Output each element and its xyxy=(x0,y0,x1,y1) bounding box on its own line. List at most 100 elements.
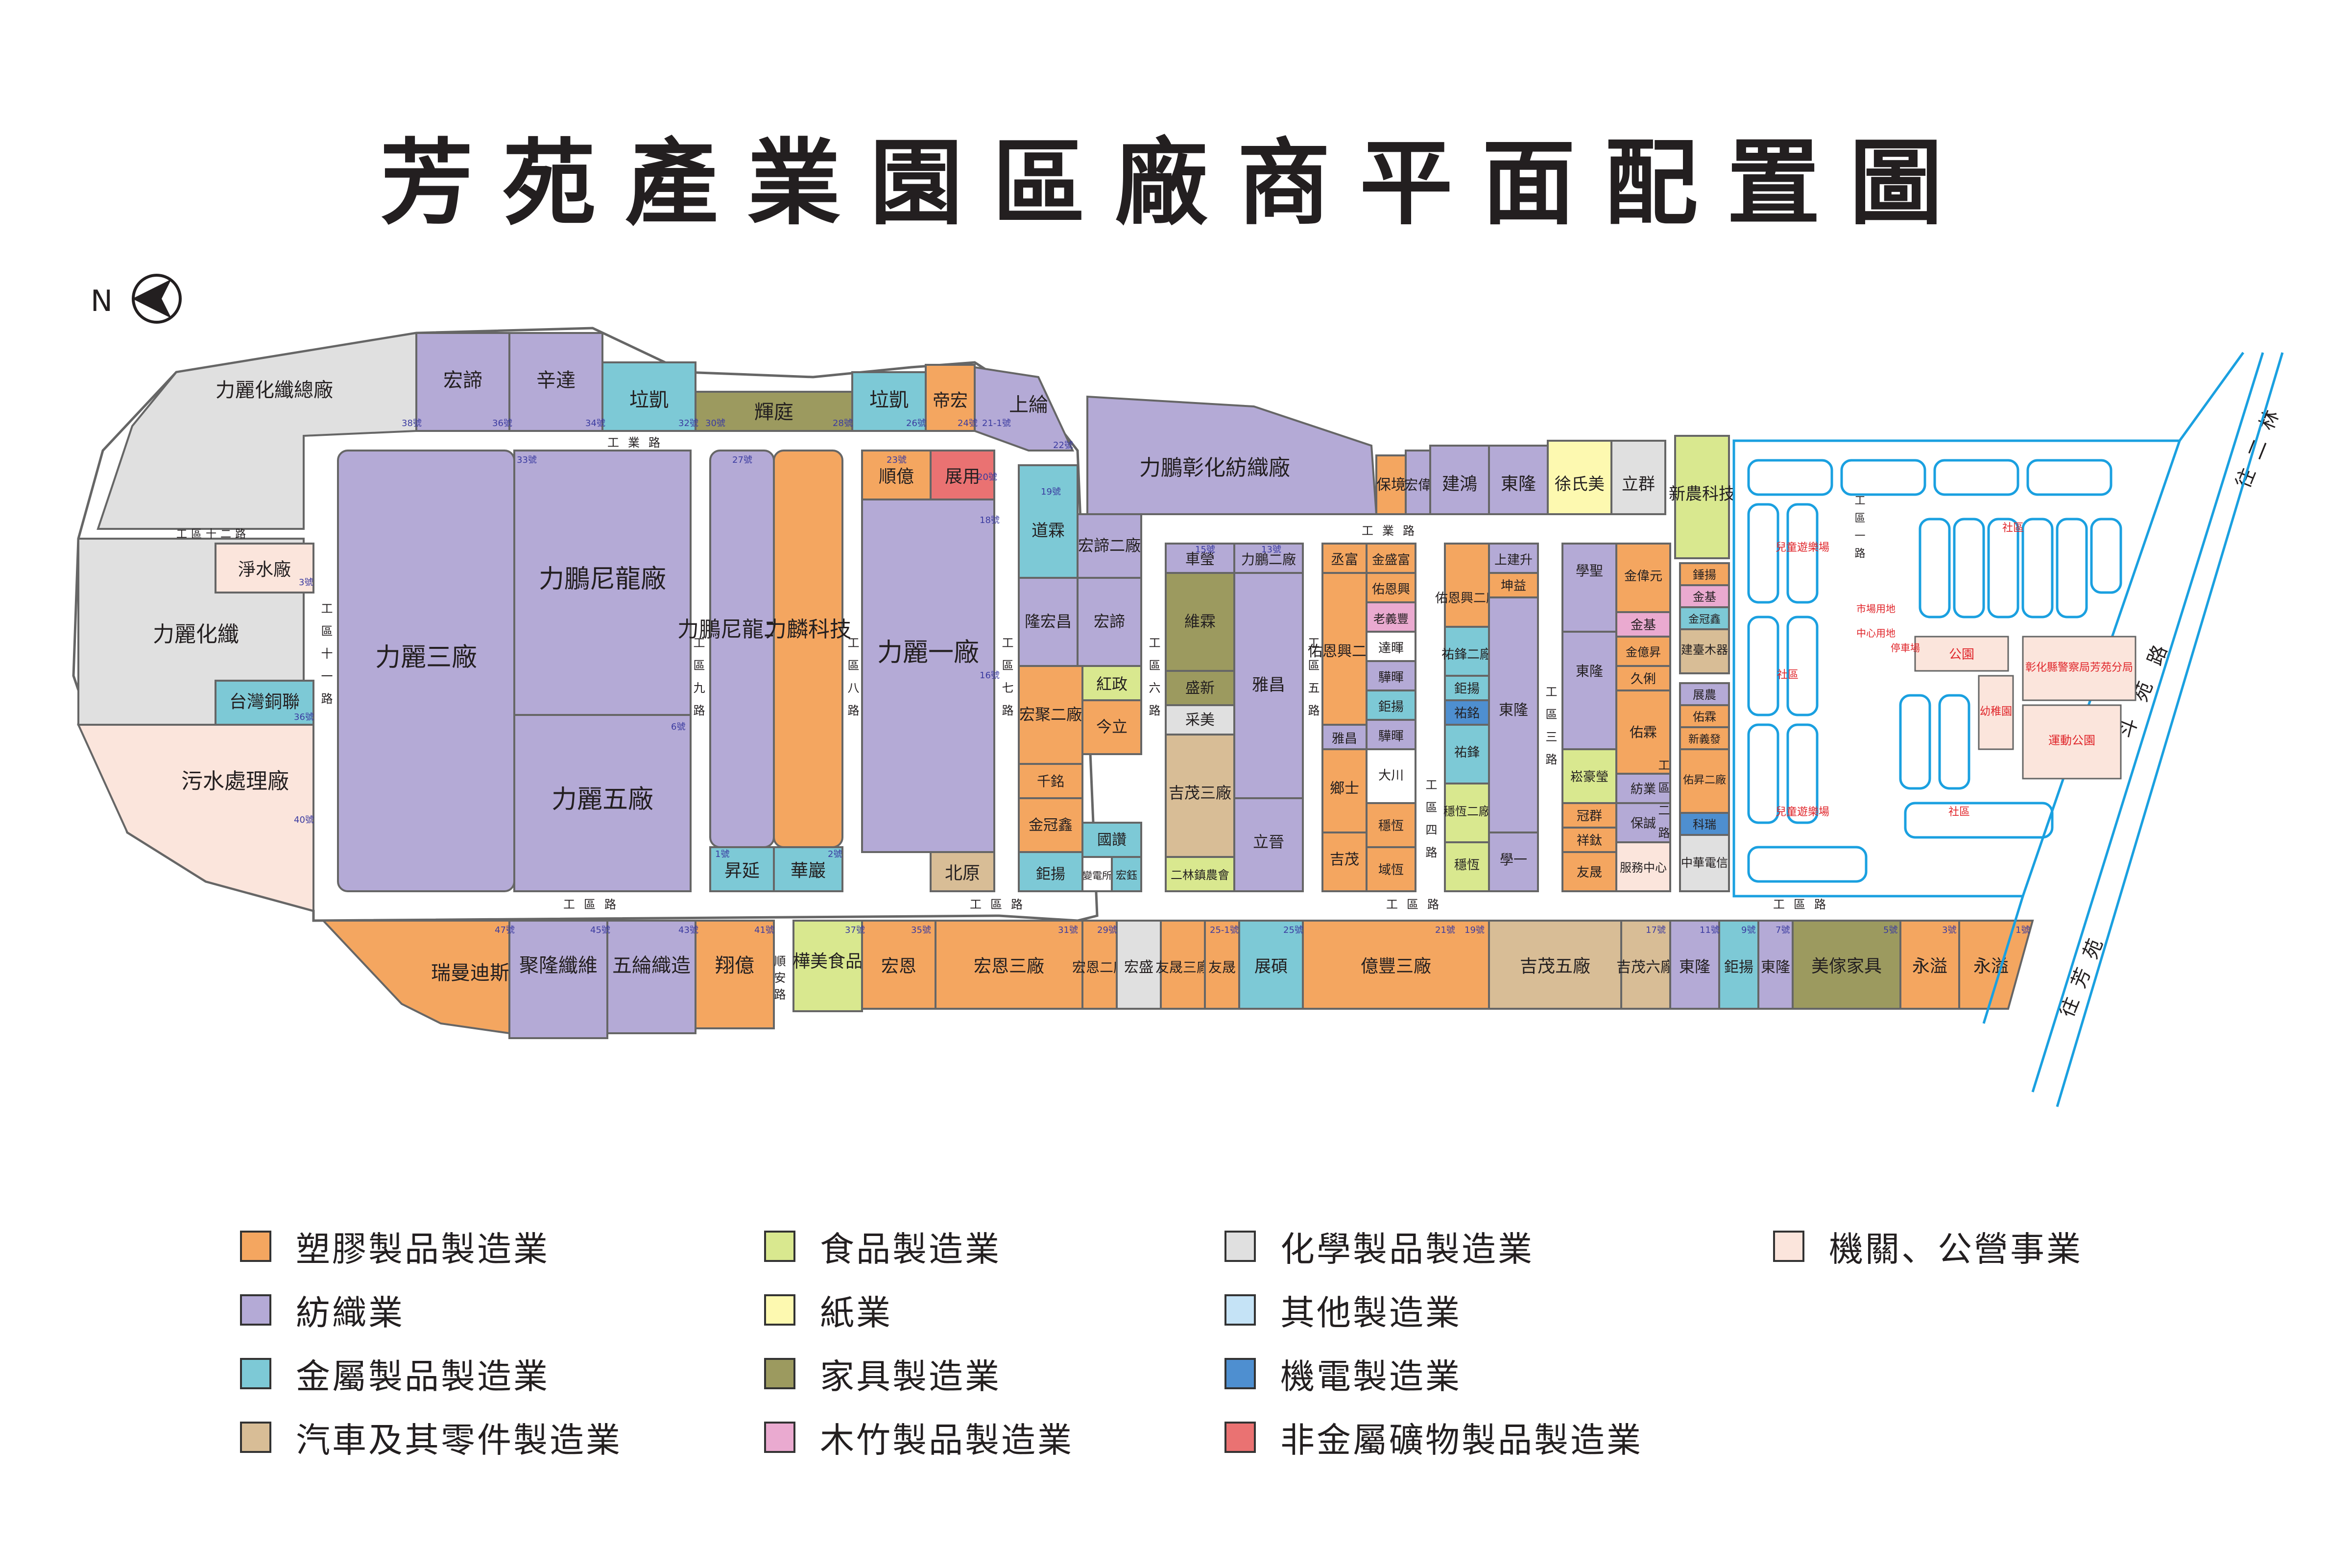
road-label-r3: 工區三路 xyxy=(1543,686,1557,776)
factory-block-lakai2[interactable] xyxy=(851,371,927,432)
factory-block-yousheng2c[interactable] xyxy=(1679,748,1730,814)
factory-block-hongyu[interactable] xyxy=(1111,856,1142,892)
factory-block-julong[interactable] xyxy=(508,920,608,1039)
factory-label: 冠群 xyxy=(1577,809,1602,824)
legend-swatch xyxy=(764,1231,795,1262)
factory-block-lili5[interactable] xyxy=(513,714,692,892)
factory-block-jiuli[interactable] xyxy=(1615,665,1671,691)
factory-block-liqun[interactable] xyxy=(1610,440,1666,515)
factory-block-lili1[interactable] xyxy=(861,499,995,853)
factory-block-meixiang[interactable] xyxy=(1792,920,1901,1010)
factory-block-huayan[interactable] xyxy=(773,846,843,892)
factory-block-donglong3[interactable] xyxy=(1561,631,1617,750)
factory-block-dachuan[interactable] xyxy=(1366,748,1416,804)
factory-block-hongzhi2[interactable] xyxy=(1018,665,1083,765)
factory-block-xushimei[interactable] xyxy=(1547,440,1612,515)
lot-number: 25-1號 xyxy=(1210,925,1239,935)
factory-block-yifeng3[interactable] xyxy=(1302,920,1490,1010)
factory-block-huamei[interactable] xyxy=(792,920,863,1012)
factory-block-jimao3[interactable] xyxy=(1165,734,1235,858)
factory-block-youlin2[interactable] xyxy=(1679,704,1730,728)
factory-block-hongen3[interactable] xyxy=(935,920,1083,1010)
factory-block-hongen[interactable] xyxy=(861,920,936,1010)
factory-block-yachang[interactable] xyxy=(1233,572,1304,799)
lot-number: 29號 xyxy=(1097,925,1117,935)
factory-block-youlin[interactable] xyxy=(1615,689,1671,775)
factory-block-jianhong[interactable] xyxy=(1429,445,1490,515)
factory-block-hongti-b[interactable] xyxy=(1077,577,1142,667)
factory-block-jinguanxin2[interactable] xyxy=(1679,606,1730,630)
factory-label: 久俐 xyxy=(1631,672,1656,687)
factory-block-yongyi2[interactable] xyxy=(1958,920,2034,1010)
factory-block-lipeng-nylon[interactable] xyxy=(513,450,692,716)
factory-block-hongwei[interactable] xyxy=(1405,450,1431,515)
factory-block-kanghui[interactable] xyxy=(1366,660,1416,691)
factory-block-jiantaimu[interactable] xyxy=(1679,628,1730,674)
facility-police[interactable] xyxy=(2022,636,2136,701)
factory-block-erlin-farm[interactable] xyxy=(1165,856,1235,892)
factory-block-ruiman[interactable] xyxy=(321,920,510,1035)
factory-block-jimao5[interactable] xyxy=(1488,920,1622,1010)
factory-block-yousheng-b[interactable] xyxy=(1561,851,1617,892)
lot-number: 26號 xyxy=(906,418,926,428)
factory-block-lipeng2[interactable] xyxy=(1233,543,1304,574)
factory-block-longhongchang[interactable] xyxy=(1018,577,1079,667)
factory-block-kanghui2[interactable] xyxy=(1366,719,1416,750)
factory-block-shengyan[interactable] xyxy=(709,846,775,892)
factory-block-xueyi[interactable] xyxy=(1488,832,1539,892)
factory-block-lipu[interactable] xyxy=(1233,797,1304,892)
factory-block-dihong[interactable] xyxy=(925,364,976,432)
lot-number: 9號 xyxy=(1741,925,1755,935)
facility-block-substation[interactable] xyxy=(1081,856,1113,892)
facility-label: 彰化縣警察局芳苑分局 xyxy=(2025,662,2133,674)
factory-block-cheying[interactable] xyxy=(1165,543,1235,574)
factory-block-zhannong[interactable] xyxy=(1679,682,1730,706)
factory-label: 建臺木器 xyxy=(1681,643,1728,657)
factory-block-hongzheng[interactable] xyxy=(1081,665,1142,701)
factory-block-lipeng-nylon2[interactable] xyxy=(709,450,775,848)
facility-block-jingshui[interactable] xyxy=(215,543,314,594)
factory-block-youenxing[interactable] xyxy=(1366,572,1416,603)
factory-label: 采美 xyxy=(1185,712,1215,729)
facility-park[interactable] xyxy=(1914,636,2009,672)
factory-block-donglong1[interactable] xyxy=(1488,445,1549,515)
factory-block-wenheng-b[interactable] xyxy=(1444,841,1490,892)
lot-number: 28號 xyxy=(833,418,853,428)
factory-block-yuheng[interactable] xyxy=(1366,846,1416,892)
factory-block-zhanshuo[interactable] xyxy=(1238,920,1304,1010)
factory-block-xuesheng[interactable] xyxy=(1561,543,1617,633)
factory-label: 雅昌 xyxy=(1252,675,1285,695)
factory-block-xiangyi[interactable] xyxy=(695,920,775,1029)
legend-label: 金屬製品製造業 xyxy=(296,1356,550,1397)
legend-label: 家具製造業 xyxy=(820,1356,1001,1397)
facility-block-sewage[interactable] xyxy=(76,724,314,912)
road-label-to-erlin: 往二林 xyxy=(2232,396,2288,491)
facility-kindergarten[interactable] xyxy=(1978,675,2014,750)
factory-block-shanglun[interactable] xyxy=(974,366,1075,451)
factory-block-zhanyong[interactable] xyxy=(930,450,995,500)
facility-block-service[interactable] xyxy=(1615,841,1671,892)
factory-block-juyang4[interactable] xyxy=(1718,920,1759,1010)
factory-label: 祐鋒 xyxy=(1454,745,1480,760)
factory-block-qianming[interactable] xyxy=(1018,763,1083,799)
factory-block-weilin[interactable] xyxy=(1165,572,1235,672)
factory-block-donglong4[interactable] xyxy=(1669,920,1720,1010)
factory-block-jinli[interactable] xyxy=(1081,699,1142,755)
factory-block-jinshengfu[interactable] xyxy=(1366,543,1416,574)
factory-block-keke[interactable] xyxy=(1679,812,1730,836)
factory-block-chunghwa[interactable] xyxy=(1679,834,1730,892)
factory-block-xinnong[interactable] xyxy=(1674,435,1730,559)
factory-block-donglong5[interactable] xyxy=(1757,920,1794,1010)
factory-block-jinsheng[interactable] xyxy=(1615,636,1671,667)
factory-block-kunyi[interactable] xyxy=(1488,572,1539,598)
lot-number: 32號 xyxy=(678,418,698,428)
factory-block-xiangtai[interactable] xyxy=(1561,827,1617,853)
factory-block-hongsheng[interactable] xyxy=(1116,920,1162,1010)
factory-block-wulun[interactable] xyxy=(606,920,696,1034)
factory-block-hongti[interactable] xyxy=(415,332,510,432)
facility-sports[interactable] xyxy=(2022,704,2122,780)
factory-block-lilin[interactable] xyxy=(773,450,843,848)
factory-block-beiyuan[interactable] xyxy=(930,851,995,892)
factory-block-juyang2[interactable] xyxy=(1366,689,1416,721)
factory-block-lipeng-changhua[interactable] xyxy=(1086,395,1378,515)
